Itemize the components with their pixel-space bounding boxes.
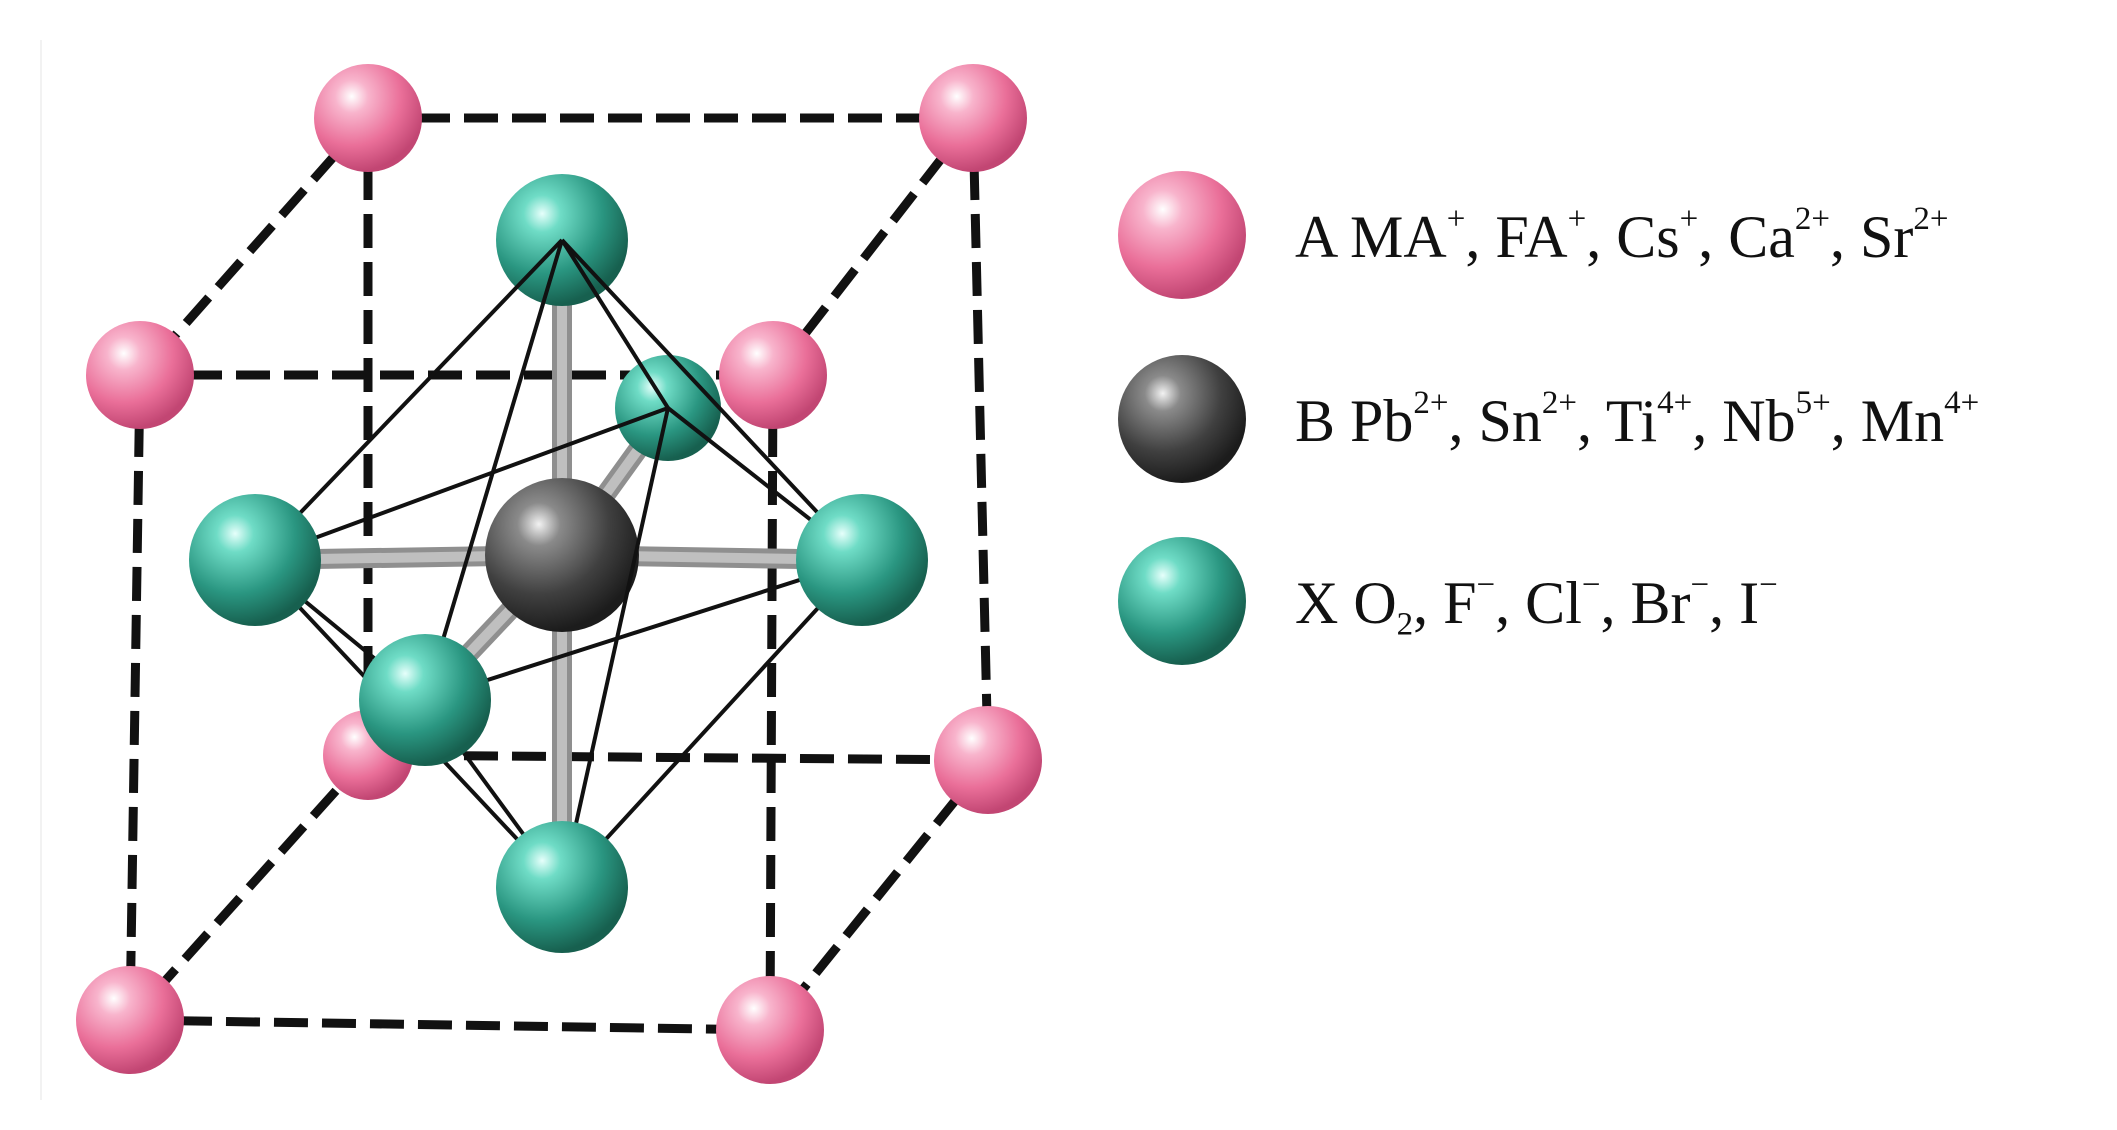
legend-text-part: , F (1413, 570, 1477, 636)
x-ion-bottom (496, 821, 628, 953)
octahedron-edge (560, 238, 670, 410)
cell-edge-dashed (769, 115, 977, 378)
back-layer (125, 64, 1042, 1035)
cell-edge-dashed (136, 115, 372, 378)
octahedron-edge (560, 407, 670, 888)
legend-text-part: A MA (1295, 204, 1447, 270)
legend-swatch-a-icon (1118, 171, 1246, 299)
legend-text-part: 2+ (1913, 200, 1949, 237)
legend-text-part: , Ti (1577, 388, 1658, 454)
x-ion-front (359, 634, 491, 766)
legend-text-part: , Sr (1829, 204, 1914, 270)
legend-text-part: 2 (1396, 606, 1414, 643)
left-border-line (40, 40, 42, 1100)
legend-text-part: , FA (1465, 204, 1568, 270)
front-layer (76, 321, 827, 1084)
a-ion-back-top-left (314, 64, 422, 172)
octahedron-edge (253, 238, 564, 562)
legend-text-part: , Nb (1692, 388, 1796, 454)
legend-label-a: A MA+, FA+, Cs+, Ca2+, Sr2+ (1295, 200, 1949, 270)
legend-text-part: + (1679, 200, 1699, 237)
legend-text-part: − (1581, 566, 1601, 603)
octahedron-edge (423, 239, 564, 701)
cell-edge-dashed (766, 757, 992, 1033)
legend-text-part: , Mn (1830, 388, 1945, 454)
legend-text-part: 4+ (1944, 384, 1980, 421)
x-ion-left (189, 494, 321, 626)
legend-text-part: B Pb (1295, 388, 1414, 454)
legend-text-part: 4+ (1657, 384, 1693, 421)
a-ion-back-top-right (919, 64, 1027, 172)
legend-text-part: 2+ (1413, 384, 1449, 421)
legend-text-part: , Br (1600, 570, 1691, 636)
legend-text-part: , Ca (1698, 204, 1795, 270)
legend-text-part: 2+ (1794, 200, 1830, 237)
legend-row-a: A MA+, FA+, Cs+, Ca2+, Sr2+ (1115, 168, 2105, 308)
perovskite-unit-cell (76, 64, 1042, 1084)
legend-text-part: , Cs (1586, 204, 1680, 270)
legend-row-x: X O2, F−, Cl−, Br−, I− (1115, 534, 2105, 674)
legend-text-part: − (1476, 566, 1496, 603)
legend-text-part: , Cl (1495, 570, 1582, 636)
a-ion-front-top-right (719, 321, 827, 429)
cell-edge-dashed (126, 751, 372, 1024)
a-ion-front-top-left (86, 321, 194, 429)
legend-row-b: B Pb2+, Sn2+, Ti4+, Nb5+, Mn4+ (1115, 352, 2105, 492)
legend-text-part: + (1567, 200, 1587, 237)
octahedron-edge (424, 558, 863, 702)
legend-text-part: − (1690, 566, 1710, 603)
cell-edge-dashed (125, 374, 145, 1021)
cell-edge-dashed (765, 374, 778, 1031)
legend-swatch-b-icon (1118, 355, 1246, 483)
octahedron-edge (560, 238, 864, 562)
legend-text-part: , I (1709, 570, 1760, 636)
front-x-layer (189, 494, 928, 953)
cell-edge-dashed (129, 1015, 771, 1035)
legend-swatch-x-icon (1118, 537, 1246, 665)
legend-text-part: + (1446, 200, 1466, 237)
legend-text-part: , Sn (1448, 388, 1542, 454)
a-ion-back-bottom-right (934, 706, 1042, 814)
a-ion-front-bottom-left (76, 966, 184, 1074)
octahedron-edge (560, 558, 864, 889)
cell-edge-dashed (968, 117, 993, 761)
x-ion-right (796, 494, 928, 626)
legend-label-x: X O2, F−, Cl−, Br−, I− (1295, 566, 1778, 641)
b-ion-center (485, 478, 639, 632)
cell-edge-dashed (367, 750, 989, 765)
legend-text-part: X O (1295, 570, 1397, 636)
legend-text-part: 5+ (1795, 384, 1831, 421)
a-ion-front-bottom-right (716, 976, 824, 1084)
octahedron-edge (254, 406, 669, 562)
legend-text-part: 2+ (1541, 384, 1578, 421)
legend-text-part: − (1759, 566, 1778, 603)
legend-label-b: B Pb2+, Sn2+, Ti4+, Nb5+, Mn4+ (1295, 384, 1980, 454)
